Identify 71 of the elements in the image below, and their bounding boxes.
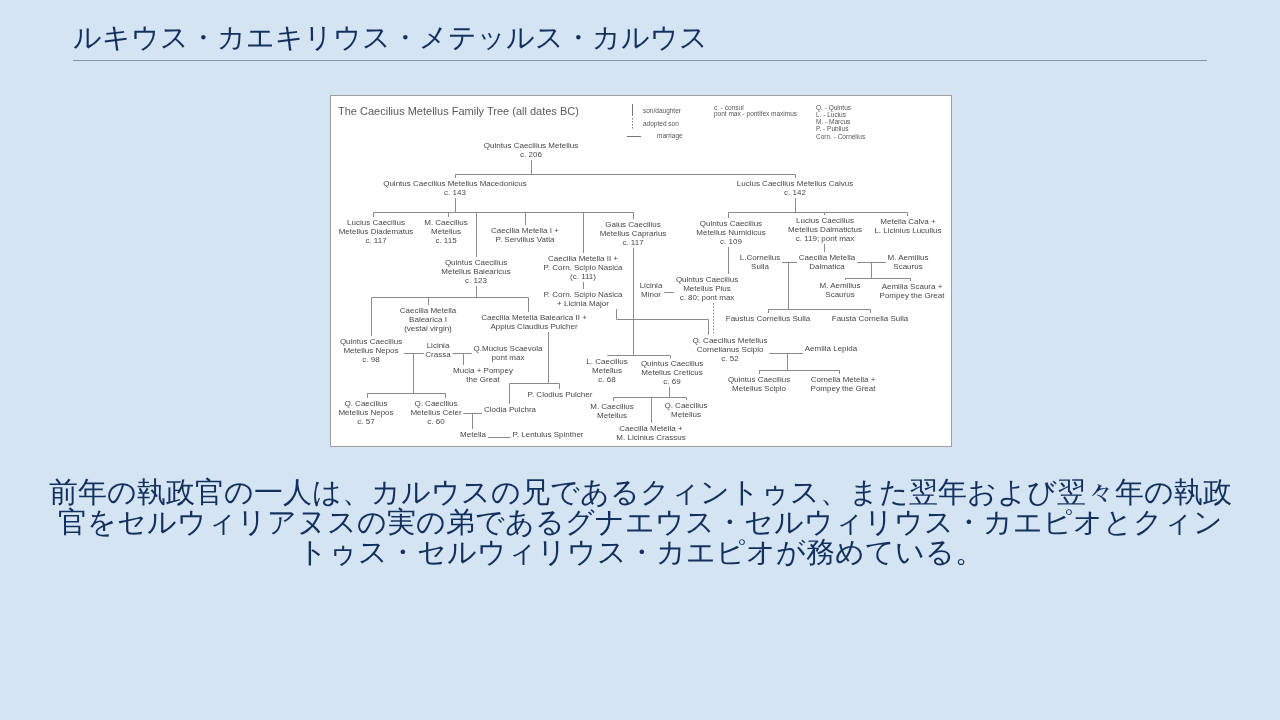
- person-name: Quintus Caecilius Metellus Macedonicus: [383, 179, 527, 188]
- office-note: c. 119; pont max: [795, 234, 855, 243]
- office-note: c. 143: [444, 188, 466, 197]
- descent-line: [787, 353, 840, 375]
- person-name: Aemilia Lepida: [802, 343, 860, 354]
- office-note: c. 115: [435, 236, 457, 245]
- office-note: c. 57: [357, 417, 375, 426]
- descent-line: [455, 197, 634, 220]
- descent-line: [583, 281, 584, 290]
- descent-line: [476, 285, 529, 313]
- adoption-line: [713, 302, 714, 336]
- descent-line: [472, 413, 483, 430]
- office-note: (c. 111): [570, 272, 596, 281]
- person-name: Metella Calva + L. Licinius Lucullus: [872, 216, 944, 236]
- person-name: Licinia Minor: [637, 280, 665, 300]
- descent-line: [463, 353, 473, 366]
- descent-line: [651, 386, 670, 424]
- person-name: P. Corn. Scipio Nasica + Licinia Major: [541, 289, 625, 309]
- person-name: Quintus Caecilius Metellus Scipio: [725, 374, 793, 394]
- descent-line: [633, 247, 671, 359]
- office-note: c. 60: [427, 417, 445, 426]
- person-name: Caecilia Metella Dalmatica: [796, 252, 858, 272]
- descent-line: [728, 246, 729, 275]
- person-name: Lucius Caecilius Metellus Calvus: [736, 179, 854, 188]
- caption-text: 前年の執政官の一人は、カルウスの兄であるクィントゥス、また翌年および翌々年の執政官をセルウィリアヌスの実の弟であるグナエウス・セルウィリウス・カエピオとクィントゥス・セルウィリウス・カエピオが務めている。: [48, 477, 1233, 567]
- office-note: c. 123: [465, 276, 487, 285]
- person-name: P. Lentulus Spinther: [510, 429, 586, 440]
- office-note: c. 109: [720, 237, 742, 246]
- office-note: c. 206: [520, 150, 542, 159]
- person-name: Caecilia Metella I + P. Servilius Vatia: [489, 225, 561, 245]
- person-name: Metella: [458, 429, 488, 440]
- person-name: Caecilia Metella II + P. Corn. Scipio Nasica: [543, 254, 623, 272]
- office-note: c. 52: [721, 354, 739, 363]
- descent-line: [824, 243, 825, 253]
- person-name: Cornelia Metella + Pompey the Great: [808, 374, 878, 394]
- descent-line: [616, 308, 709, 336]
- panel-title: The Caecilius Metellus Family Tree (all dates BC): [338, 105, 579, 118]
- person-name: Faustus Cornelius Sulla: [723, 313, 813, 324]
- person-name: L.Cornelius Sulla: [737, 252, 783, 272]
- image-frame: [330, 95, 952, 447]
- slide-title: ルキウス・カエキリウス・メテッルス・カルウス: [73, 21, 708, 55]
- descent-line: [795, 197, 908, 217]
- person-name: Caecilia Metella Balearica I (vestal virgin): [397, 305, 459, 334]
- office-note: c. 68: [598, 375, 616, 384]
- office-note: pont max: [491, 353, 525, 362]
- person-name: Q.Mucius Scaevola: [473, 344, 543, 353]
- descent-line: [509, 331, 549, 405]
- person-name: M. Aemilius Scaurus: [885, 252, 931, 272]
- person-name: Mucia + Pompey the Great: [451, 365, 515, 385]
- marriage-line: [663, 292, 675, 293]
- person-name: Caecilia Metella Balearica II + Appius Claudius Pulcher: [479, 312, 589, 332]
- person-name: Caecilia Metella + M. Licinius Crassus: [614, 423, 688, 443]
- office-note: c. 98: [362, 355, 380, 364]
- office-note: c. 117: [622, 238, 644, 247]
- person-name: Fausta Cornelia Sulla: [829, 313, 911, 324]
- office-note: c. 142: [784, 188, 806, 197]
- descent-line: [413, 353, 446, 399]
- office-note: c. 80; pont max: [679, 293, 735, 302]
- descent-line: [531, 159, 796, 179]
- person-name: Clodia Pulchra: [482, 404, 538, 415]
- marriage-line: [487, 437, 511, 438]
- person-name: Quintus Caecilius Metellus: [483, 141, 579, 150]
- descent-line: [871, 262, 911, 282]
- office-note: c. 69: [663, 377, 681, 386]
- person-name: P. Clodius Pulcher: [525, 389, 595, 400]
- person-name: M. Aemilius Scaurus: [817, 280, 863, 300]
- person-name: M. Caecilius Metellus: [588, 401, 636, 421]
- person-name: Licinia Crassa: [423, 340, 453, 360]
- office-note: c. 117: [365, 236, 387, 245]
- person-name: Aemilia Scaura + Pompey the Great: [877, 281, 947, 301]
- person-name: Q. Caecilius Metellus: [662, 400, 710, 420]
